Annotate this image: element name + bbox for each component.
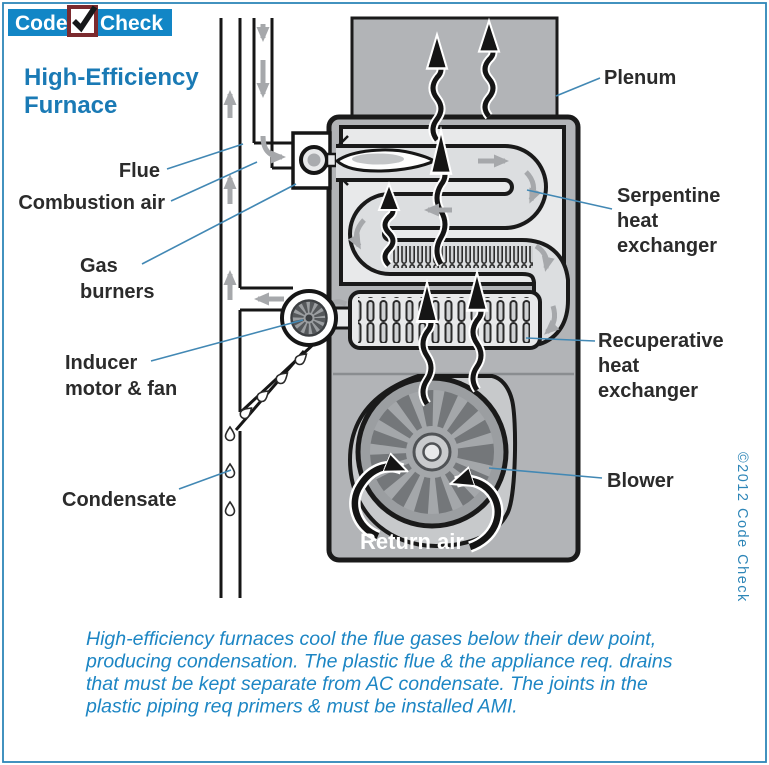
- leader-condensate: [178, 469, 232, 490]
- diagram-labels: Plenum Flue Combustion air Gas burners I…: [18, 67, 723, 511]
- serpentine-tube: [336, 148, 566, 343]
- serpentine-uturn-right-arrow: [524, 170, 542, 204]
- leader-serpentine: [526, 189, 613, 210]
- serpentine-louver-slots: [393, 246, 533, 268]
- leader-flue: [166, 143, 244, 170]
- blower-hub-hole: [422, 442, 442, 462]
- leader-inducer: [150, 319, 304, 362]
- caption-line-3: that must be kept separate from AC conde…: [86, 673, 648, 695]
- serpentine-uturn-left-arrow: [348, 218, 366, 250]
- leader-combustion-air: [170, 161, 258, 202]
- burner-orifice-center: [307, 153, 321, 167]
- droplet-icon: [224, 426, 236, 442]
- checkmark-icon: [72, 5, 98, 33]
- inducer-hub: [305, 314, 313, 322]
- label-condensate: Condensate: [62, 489, 176, 511]
- label-recuperative-line1: Recuperative: [598, 330, 724, 352]
- plenum-duct: [350, 16, 559, 124]
- label-serpentine-line1: Serpentine: [617, 185, 720, 207]
- label-serpentine-line2: heat: [617, 210, 658, 232]
- label-blower: Blower: [607, 470, 674, 492]
- logo-text-code: Code: [15, 12, 68, 35]
- codecheck-logo: Code Check: [8, 5, 172, 37]
- title-line-1: High-Efficiency: [24, 64, 199, 91]
- caption-line-2: producing condensation. The plastic flue…: [85, 651, 673, 673]
- page-title: High-Efficiency Furnace: [24, 64, 199, 119]
- label-recuperative-line2: heat: [598, 355, 639, 377]
- inducer-fan-assembly: [280, 289, 338, 347]
- return-arrow-left-icon: [351, 467, 402, 540]
- flame-inner-cone: [352, 153, 404, 165]
- return-arrow-right-icon: [456, 480, 502, 551]
- caption: High-efficiency furnaces cool the flue g…: [85, 628, 673, 718]
- label-inducer-line1: Inducer: [65, 352, 137, 374]
- burner-nozzle: [325, 152, 338, 168]
- blower-fan-blades-icon: [370, 390, 494, 514]
- inducer-fan-blades-icon: [292, 301, 326, 335]
- leader-gas-burners: [141, 183, 297, 265]
- label-plenum: Plenum: [604, 67, 676, 89]
- label-return-air: Return air: [360, 529, 464, 554]
- recuperative-slots: [358, 297, 530, 343]
- label-gas-burners-line1: Gas: [80, 255, 118, 277]
- combustion-elbow-arrow: [260, 135, 286, 164]
- flue-and-condensate-piping: [219, 18, 320, 598]
- caption-line-1: High-efficiency furnaces cool the flue g…: [86, 628, 656, 650]
- serpentine-exit-arrow: [534, 243, 555, 272]
- droplet-icon: [224, 501, 236, 517]
- leader-blower: [488, 467, 603, 479]
- logo-text-check: Check: [100, 12, 163, 35]
- label-serpentine-line3: exchanger: [617, 235, 717, 257]
- leader-plenum: [555, 77, 601, 97]
- leader-recuperative: [525, 337, 596, 342]
- label-inducer-line2: motor & fan: [65, 378, 177, 400]
- leader-lines: [141, 77, 613, 490]
- title-line-2: Furnace: [24, 92, 117, 119]
- copyright-text: ©2012 Code Check: [734, 452, 750, 603]
- label-flue: Flue: [119, 160, 160, 182]
- recuperative-entry-arrow: [544, 305, 560, 335]
- condensate-droplets: [224, 349, 311, 517]
- label-combustion-air: Combustion air: [18, 192, 165, 214]
- label-recuperative-line3: exchanger: [598, 380, 698, 402]
- return-air-arrows: [349, 467, 504, 553]
- label-gas-burners-line2: burners: [80, 281, 154, 303]
- caption-line-4: plastic piping req primers & must be ins…: [85, 696, 518, 718]
- blower-assembly: [347, 374, 518, 549]
